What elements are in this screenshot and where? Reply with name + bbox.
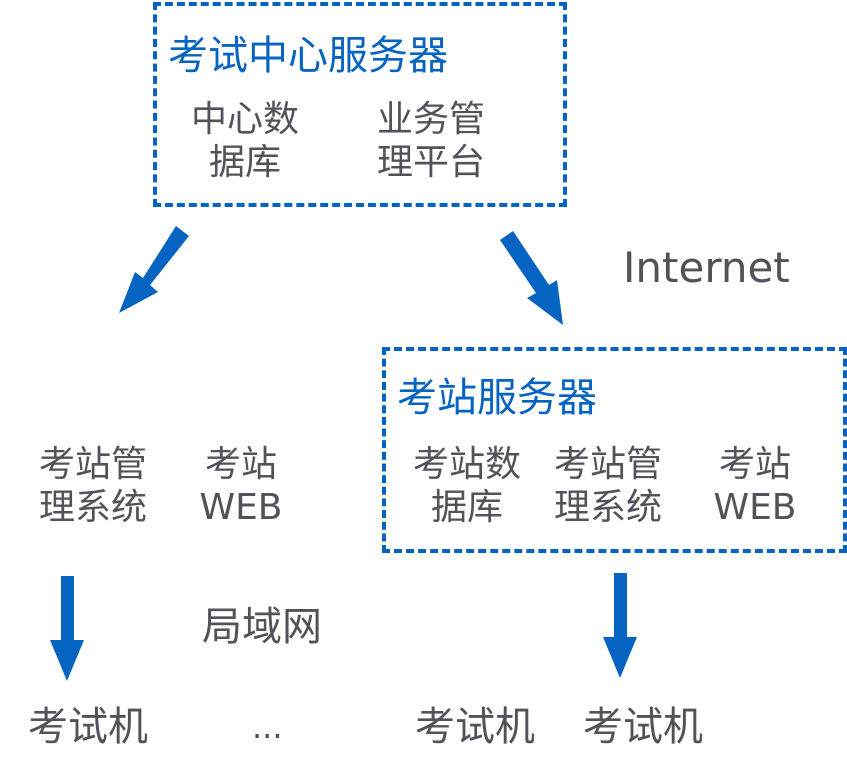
left-site-mgmt-label: 考站管 理系统 xyxy=(28,443,158,529)
site-mgmt-label: 考站管 理系统 xyxy=(543,443,673,529)
label-line: 据库 xyxy=(208,142,281,184)
center-db-label: 中心数 据库 xyxy=(180,98,310,184)
arrow-down-left-lan xyxy=(50,576,84,681)
label-line: 理系统 xyxy=(553,487,662,529)
client-right-1: 考试机 xyxy=(415,704,535,750)
label-line: 考站数 xyxy=(412,444,521,485)
label-line: 业务管 xyxy=(376,99,485,140)
arrow-down-right xyxy=(500,231,563,325)
label-line: 中心数 xyxy=(190,99,299,140)
label-line: 考站管 xyxy=(553,444,662,485)
site-db-label: 考站数 据库 xyxy=(402,443,532,529)
label-line: 考站 xyxy=(718,444,791,485)
label-line: 理平台 xyxy=(376,142,485,184)
left-site-web-label: 考站 WEB xyxy=(186,443,296,529)
arrow-down-left xyxy=(119,226,189,313)
site-server-box xyxy=(382,347,847,553)
client-ellipsis: ... xyxy=(252,708,283,746)
lan-label: 局域网 xyxy=(202,604,322,650)
center-server-title: 考试中心服务器 xyxy=(168,33,448,79)
business-platform-label: 业务管 理平台 xyxy=(366,98,496,184)
site-server-title: 考站服务器 xyxy=(397,375,597,421)
label-line: WEB xyxy=(713,487,797,529)
client-right-2: 考试机 xyxy=(583,704,703,750)
label-line: 考站 xyxy=(204,444,277,485)
label-line: 据库 xyxy=(430,487,503,529)
label-line: WEB xyxy=(199,487,283,529)
label-line: 理系统 xyxy=(38,487,147,529)
label-line: 考站管 xyxy=(38,444,147,485)
arrow-down-site-lan xyxy=(603,573,637,678)
internet-label: Internet xyxy=(623,243,790,292)
client-left: 考试机 xyxy=(28,704,148,750)
site-web-label: 考站 WEB xyxy=(700,443,810,529)
center-server-box xyxy=(153,2,567,207)
